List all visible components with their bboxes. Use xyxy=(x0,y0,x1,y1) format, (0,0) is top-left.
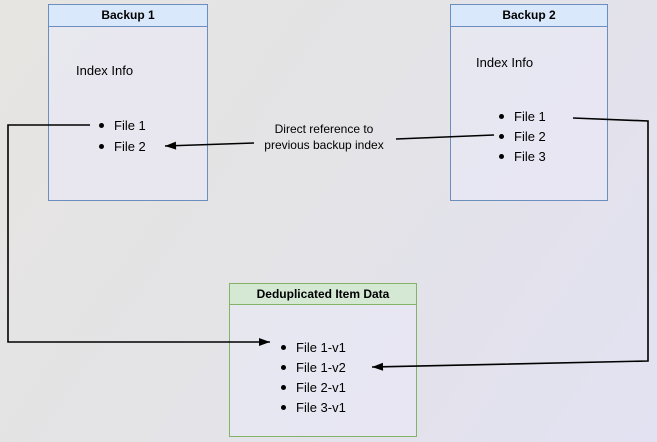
list-item: File 3 xyxy=(499,146,546,166)
backup2-file-list: File 1 File 2 File 3 xyxy=(499,106,546,166)
reference-edge-label: Direct reference to previous backup inde… xyxy=(246,121,402,153)
list-item: File 1 xyxy=(99,115,146,136)
reference-edge-label-line2: previous backup index xyxy=(264,138,384,152)
list-item: File 2-v1 xyxy=(281,377,346,397)
file-label: File 3 xyxy=(514,148,546,164)
list-item: File 1 xyxy=(499,106,546,126)
reference-edge-label-line1: Direct reference to xyxy=(274,122,374,136)
file-label: File 1-v1 xyxy=(296,339,346,355)
list-item: File 1-v1 xyxy=(281,337,346,357)
list-item: File 1-v2 xyxy=(281,357,346,377)
backup1-node: Backup 1 Index Info File 1 File 2 xyxy=(48,4,208,201)
backup2-title: Backup 2 xyxy=(451,5,607,27)
file-label: File 1 xyxy=(114,118,146,133)
backup1-title: Backup 1 xyxy=(49,5,207,27)
file-label: File 1 xyxy=(514,108,546,124)
file-label: File 3-v1 xyxy=(296,399,346,415)
list-item: File 2 xyxy=(99,136,146,157)
list-item: File 2 xyxy=(499,126,546,146)
backup2-node: Backup 2 Index Info File 1 File 2 File 3 xyxy=(450,4,608,201)
file-label: File 2 xyxy=(514,128,546,144)
list-item: File 3-v1 xyxy=(281,397,346,417)
backup2-subtitle: Index Info xyxy=(476,55,534,70)
backup1-subtitle: Index Info xyxy=(76,63,134,78)
backup1-file-list: File 1 File 2 xyxy=(99,115,146,157)
file-label: File 2 xyxy=(114,139,146,154)
file-label: File 2-v1 xyxy=(296,379,346,395)
file-label: File 1-v2 xyxy=(296,359,346,375)
dedup-title: Deduplicated Item Data xyxy=(230,284,416,305)
